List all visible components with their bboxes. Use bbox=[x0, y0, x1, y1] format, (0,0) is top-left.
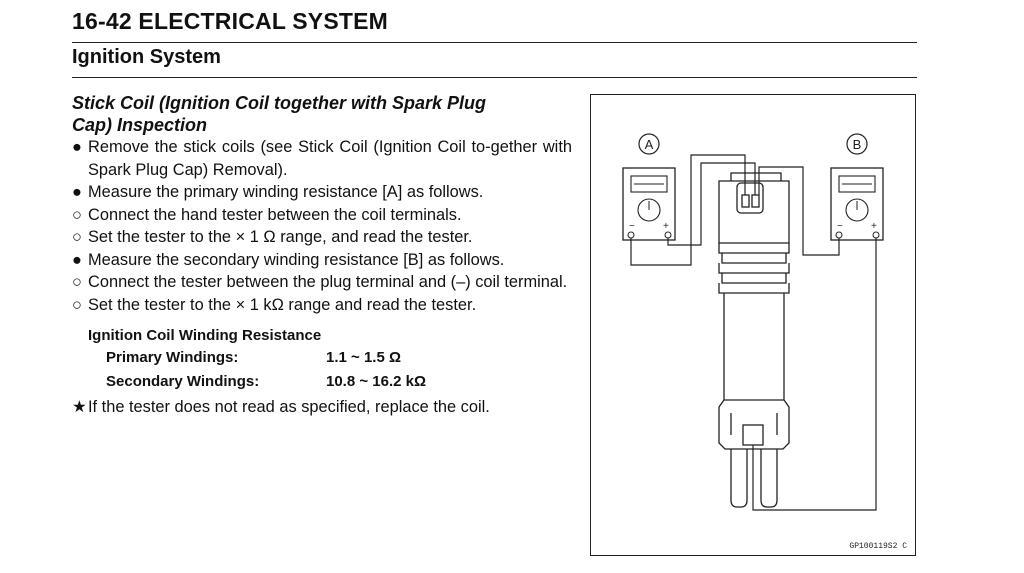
subsection-title-line1: Stick Coil (Ignition Coil together with … bbox=[72, 93, 487, 113]
lead-b-minus bbox=[758, 166, 840, 256]
bullet-open-icon: ○ bbox=[72, 273, 82, 291]
bullet-filled-icon: ● bbox=[72, 183, 82, 201]
coil-barrel bbox=[723, 293, 785, 400]
coil-plug-terminal bbox=[742, 424, 764, 446]
tester-a-body bbox=[622, 167, 676, 241]
tester-a-dial bbox=[637, 198, 661, 222]
tester-b-dial bbox=[845, 198, 869, 222]
coil-rib-3 bbox=[718, 263, 790, 274]
spec-value: 1.1 ~ 1.5 Ω bbox=[326, 349, 401, 366]
step-item: ○ Set the tester to the × 1 kΩ range and… bbox=[72, 294, 572, 317]
coil-rib-4 bbox=[721, 273, 787, 284]
star-icon: ★ bbox=[72, 398, 87, 416]
lead-a-minus bbox=[630, 154, 746, 266]
tester-b-body bbox=[830, 167, 884, 241]
stick-coil bbox=[718, 172, 790, 508]
step-text: If the tester does not read as specified… bbox=[88, 398, 490, 416]
lead-b-plus bbox=[752, 238, 877, 511]
step-item: ○ Set the tester to the × 1 Ω range, and… bbox=[72, 226, 572, 249]
step-item: ● Measure the secondary winding resistan… bbox=[72, 249, 572, 272]
step-text: Measure the primary winding resistance [… bbox=[88, 183, 484, 201]
tester-a-plus-sign: + bbox=[663, 221, 669, 232]
tester-a-jack-minus bbox=[627, 231, 635, 239]
tester-b-jack-minus bbox=[835, 231, 843, 239]
coil-head-body bbox=[718, 180, 790, 244]
coil-terminal-right bbox=[751, 194, 760, 208]
tester-b-plus-sign: + bbox=[871, 221, 877, 232]
step-text: Connect the tester between the plug term… bbox=[88, 273, 568, 291]
coil-cap-detail bbox=[730, 413, 778, 435]
bullet-open-icon: ○ bbox=[72, 228, 82, 246]
label-b-text: B bbox=[853, 137, 862, 152]
coil-plug-cap bbox=[718, 399, 790, 450]
label-a: A bbox=[638, 133, 660, 155]
ignition-coil-diagram: A B − + − + bbox=[590, 94, 916, 556]
test-leads bbox=[630, 154, 877, 511]
spec-row: Primary Windings: 1.1 ~ 1.5 Ω bbox=[106, 346, 572, 370]
subsection-title: Stick Coil (Ignition Coil together with … bbox=[72, 92, 572, 136]
coil-connector-top bbox=[730, 172, 782, 181]
tester-a-display bbox=[630, 175, 668, 193]
hand-tester-a: − + bbox=[622, 167, 676, 241]
spec-label: Primary Windings: bbox=[106, 349, 239, 366]
step-text: Set the tester to the × 1 kΩ range and r… bbox=[88, 295, 477, 314]
step-text: Connect the hand tester between the coil… bbox=[88, 205, 462, 224]
label-b-circle bbox=[846, 133, 868, 155]
tester-b-minus-sign: − bbox=[837, 221, 843, 232]
procedure-text: Stick Coil (Ignition Coil together with … bbox=[72, 92, 572, 419]
coil-terminal-left bbox=[741, 194, 750, 208]
label-b: B bbox=[846, 133, 868, 155]
subsection-title-line2: Cap) Inspection bbox=[72, 115, 208, 135]
step-text: Measure the secondary winding resistance… bbox=[88, 250, 505, 269]
hand-tester-b: − + bbox=[830, 167, 884, 241]
spec-table: Ignition Coil Winding Resistance Primary… bbox=[88, 326, 572, 394]
diagram-svg: A B − + − + bbox=[622, 133, 907, 551]
spec-label: Secondary Windings: bbox=[106, 373, 260, 390]
header-rule bbox=[72, 42, 917, 43]
tester-a-minus-sign: − bbox=[629, 221, 635, 232]
bullet-open-icon: ○ bbox=[72, 295, 82, 314]
coil-rib-5 bbox=[718, 283, 790, 294]
step-text: Set the tester to the × 1 Ω range, and r… bbox=[88, 228, 473, 246]
coil-rib-1 bbox=[718, 243, 790, 254]
spec-value: 10.8 ~ 16.2 kΩ bbox=[326, 373, 427, 390]
tester-a-jack-plus bbox=[664, 231, 672, 239]
figure-code: GP100119S2 C bbox=[849, 542, 907, 551]
label-a-text: A bbox=[645, 137, 654, 152]
coil-boot-right bbox=[760, 449, 778, 508]
spec-title: Ignition Coil Winding Resistance bbox=[88, 327, 322, 344]
coil-rib-2 bbox=[721, 253, 787, 264]
coil-connector-socket bbox=[736, 182, 764, 214]
final-step: ★ If the tester does not read as specifi… bbox=[72, 396, 572, 419]
step-item: ○ Connect the tester between the plug te… bbox=[72, 271, 572, 294]
bullet-open-icon: ○ bbox=[72, 205, 82, 224]
step-item: ● Remove the stick coils (see Stick Coil… bbox=[72, 136, 572, 181]
spec-row: Secondary Windings: 10.8 ~ 16.2 kΩ bbox=[106, 370, 572, 394]
step-item: ○ Connect the hand tester between the co… bbox=[72, 204, 572, 227]
tester-b-display bbox=[838, 175, 876, 193]
section-title: Ignition System bbox=[72, 46, 221, 68]
tester-b-jack-plus bbox=[872, 231, 880, 239]
step-text: Remove the stick coils (see Stick Coil (… bbox=[88, 138, 572, 179]
bullet-filled-icon: ● bbox=[72, 250, 82, 269]
page-header: 16-42 ELECTRICAL SYSTEM bbox=[72, 8, 389, 34]
section-rule bbox=[72, 77, 917, 78]
coil-boot-left bbox=[730, 449, 748, 508]
step-item: ● Measure the primary winding resistance… bbox=[72, 181, 572, 204]
lead-a-plus bbox=[667, 162, 756, 246]
label-a-circle bbox=[638, 133, 660, 155]
bullet-filled-icon: ● bbox=[72, 138, 82, 156]
